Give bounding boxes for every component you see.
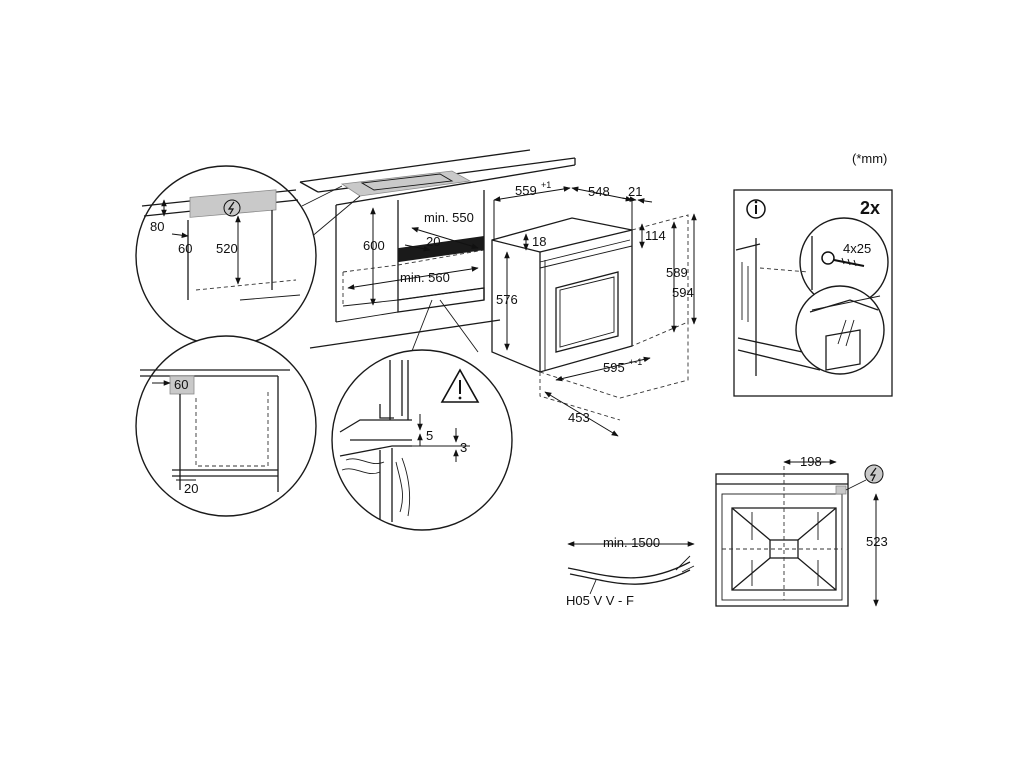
label-594: 594 <box>672 285 694 300</box>
detail-circle-gap: 5 3 <box>331 299 513 531</box>
label-589: 589 <box>666 265 688 280</box>
label-523: 523 <box>866 534 888 549</box>
label-min-550: min. 550 <box>424 210 474 225</box>
detail-circle-top: 80 60 520 <box>135 165 361 347</box>
label-198: 198 <box>800 454 822 469</box>
label-3: 3 <box>460 440 467 455</box>
info-icon <box>746 199 766 219</box>
lightning-bolt-icon <box>864 464 884 484</box>
label-5: 5 <box>426 428 433 443</box>
hob-highlight <box>340 170 472 197</box>
cable-min-length: min. 1500 <box>603 535 660 550</box>
units-note: (*mm) <box>852 151 887 166</box>
label-548: 548 <box>588 184 610 199</box>
lightning-bolt-icon <box>223 199 241 217</box>
oven-top-view: 198 523 <box>715 454 888 607</box>
label-60-top: 60 <box>178 241 192 256</box>
vent-grille <box>398 235 484 263</box>
power-cable: min. 1500 H05 V V - F <box>566 535 695 608</box>
cabinet-3d-view: 600 min. 550 20 min. 560 <box>299 149 576 349</box>
screw-label: 4x25 <box>843 241 871 256</box>
warning-triangle-icon <box>440 368 480 403</box>
oven-3d-view: 559 +1 548 21 18 114 576 589 594 595 +-1… <box>491 180 697 437</box>
mounting-info-box: 2x 4x25 <box>733 189 893 397</box>
label-453: 453 <box>568 410 590 425</box>
label-min-560: min. 560 <box>400 270 450 285</box>
label-576: 576 <box>496 292 518 307</box>
label-595: 595 <box>603 360 625 375</box>
cable-type: H05 V V - F <box>566 593 634 608</box>
label-20-side: 20 <box>184 481 198 496</box>
label-18: 18 <box>532 234 546 249</box>
label-595-tol: +-1 <box>629 357 642 367</box>
label-559-tol: +1 <box>541 180 551 190</box>
screw-icon <box>821 251 865 267</box>
label-20-niche: 20 <box>426 234 440 249</box>
label-600: 600 <box>363 238 385 253</box>
quantity-label: 2x <box>860 198 880 218</box>
label-80: 80 <box>150 219 164 234</box>
detail-circle-side: 60 20 <box>135 335 317 517</box>
label-114: 114 <box>645 228 666 243</box>
label-21: 21 <box>628 184 642 199</box>
label-559: 559 <box>515 183 537 198</box>
label-520: 520 <box>216 241 238 256</box>
label-60-side: 60 <box>174 377 188 392</box>
